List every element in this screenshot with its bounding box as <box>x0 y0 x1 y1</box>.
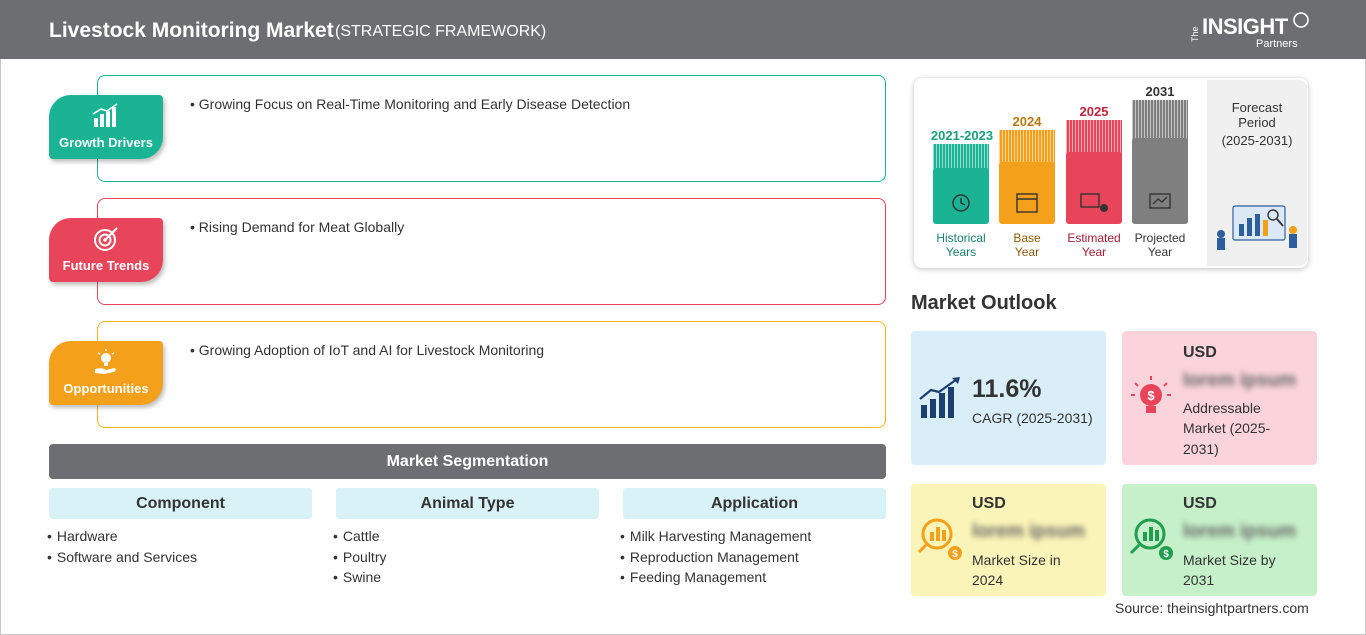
list-item: Cattle <box>333 526 386 547</box>
opportunities-card: • Growing Adoption of IoT and AI for Liv… <box>97 321 886 428</box>
estimated-label-line2: Year <box>1081 245 1107 259</box>
forecast-label-line1: Forecast <box>1231 100 1283 115</box>
future-trends-label: Future Trends <box>62 258 150 273</box>
page-title: Livestock Monitoring Market <box>49 19 334 42</box>
size2031-desc-line2: 2031 <box>1183 572 1215 588</box>
segment-heading-component: Component <box>49 488 312 519</box>
base-year-value: 2024 <box>1012 114 1042 129</box>
forecast-label-line2: Period <box>1238 115 1276 130</box>
base-label: Base Year <box>994 231 1060 259</box>
historical-bar-cap <box>933 144 989 170</box>
insight-partners-logo[interactable]: The INSIGHT Partners <box>1190 10 1315 54</box>
addressable-desc-line2: Market (2025- <box>1183 420 1271 436</box>
size2024-usd: USD <box>972 495 1006 512</box>
opportunities-text: • Growing Adoption of IoT and AI for Liv… <box>190 342 545 358</box>
size2024-desc-line1: Market Size in <box>972 552 1061 568</box>
dollar-lightbulb-icon: $ <box>1131 376 1171 413</box>
analytics-people-illustration-icon <box>1217 205 1297 250</box>
historical-bar <box>933 168 989 224</box>
cagr-label: CAGR (2025-2031) <box>972 410 1093 426</box>
segment-heading-application: Application <box>623 488 886 519</box>
projected-label: Projected Year <box>1127 231 1193 259</box>
list-item: Poultry <box>333 547 387 568</box>
clock-history-icon <box>952 194 970 212</box>
historical-label-line1: Historical <box>936 231 986 245</box>
segment-list-animal-type: Cattle Poultry Swine <box>333 526 387 588</box>
historical-label: Historical Years <box>924 231 998 259</box>
historical-years-value: 2021-2023 <box>930 128 994 143</box>
opportunities-label: Opportunities <box>63 381 149 396</box>
estimated-bar-cap <box>1066 120 1122 154</box>
estimated-label: Estimated Year <box>1061 231 1127 259</box>
segment-heading-animal-type: Animal Type <box>336 488 599 519</box>
market-segmentation-header: Market Segmentation <box>49 444 886 479</box>
size2031-desc-line1: Market Size by <box>1183 552 1276 568</box>
forecast-label-line3: (2025-2031) <box>1221 133 1293 148</box>
base-bar <box>999 162 1055 224</box>
future-trends-badge: Future Trends <box>49 218 163 282</box>
bar-chart-growth-icon <box>92 103 118 127</box>
addressable-market-tile: $ USD lorem ipsum Addressable Market (20… <box>1122 331 1317 465</box>
base-bar-cap <box>999 130 1055 164</box>
lightbulb-hand-icon <box>95 349 116 374</box>
projected-label-line2: Year <box>1147 245 1173 259</box>
growth-chart-icon <box>919 377 960 418</box>
growth-drivers-badge: Growth Drivers <box>49 95 163 159</box>
svg-text:$: $ <box>1147 388 1155 403</box>
list-item: Software and Services <box>47 547 197 568</box>
estimated-label-line1: Estimated <box>1067 231 1121 245</box>
size2024-value-blurred: lorem ipsum <box>972 521 1085 542</box>
target-icon <box>94 227 118 251</box>
list-item: Milk Harvesting Management <box>620 526 811 547</box>
list-item: Reproduction Management <box>620 547 811 568</box>
addressable-usd: USD <box>1183 344 1217 361</box>
list-item: Swine <box>333 567 386 588</box>
projected-year-value: 2031 <box>1145 84 1175 99</box>
opportunities-badge: Opportunities <box>49 341 163 405</box>
calendar-icon <box>1016 193 1038 213</box>
segment-list-application: Milk Harvesting Management Reproduction … <box>620 526 811 588</box>
presentation-board-icon <box>1149 193 1171 209</box>
estimate-chart-icon <box>1080 193 1108 212</box>
estimated-bar <box>1066 152 1122 224</box>
market-size-2024-tile: $ USD lorem ipsum Market Size in 2024 <box>911 484 1106 596</box>
growth-drivers-card: • Growing Focus on Real-Time Monitoring … <box>97 75 886 182</box>
page-subtitle: (STRATEGIC FRAMEWORK) <box>335 23 547 40</box>
segment-list-component: Hardware Software and Services <box>47 526 197 567</box>
svg-text:$: $ <box>1163 549 1169 560</box>
source-credit: Source: theinsightpartners.com <box>1115 600 1309 616</box>
logo-main-text: INSIGHT <box>1202 14 1288 39</box>
historical-label-line2: Years <box>945 245 977 259</box>
market-size-2031-tile: $ USD lorem ipsum Market Size by 2031 <box>1122 484 1317 596</box>
growth-drivers-text: • Growing Focus on Real-Time Monitoring … <box>190 96 631 112</box>
addressable-desc-line1: Addressable <box>1183 400 1261 416</box>
future-trends-card: • Rising Demand for Meat Globally <box>97 198 886 305</box>
svg-text:$: $ <box>952 549 958 560</box>
future-trends-text: • Rising Demand for Meat Globally <box>190 219 405 235</box>
magnifier-chart-coin-icon: $ <box>917 518 962 560</box>
addressable-value-blurred: lorem ipsum <box>1183 370 1296 391</box>
base-label-line2: Year <box>1014 245 1040 259</box>
size2031-usd: USD <box>1183 495 1217 512</box>
projected-label-line1: Projected <box>1134 231 1186 245</box>
projected-bar-cap <box>1132 100 1188 140</box>
logo-sub-text: Partners <box>1256 38 1298 50</box>
market-outlook-title: Market Outlook <box>911 292 1057 314</box>
projected-bar <box>1132 138 1188 224</box>
growth-drivers-label: Growth Drivers <box>59 135 153 150</box>
list-item: Feeding Management <box>620 567 811 588</box>
estimated-year-value: 2025 <box>1079 104 1109 119</box>
cagr-tile: 11.6% CAGR (2025-2031) <box>911 331 1106 465</box>
addressable-desc-line3: 2031) <box>1183 441 1219 457</box>
size2031-value-blurred: lorem ipsum <box>1183 521 1296 542</box>
base-label-line1: Base <box>1013 231 1041 245</box>
logo-swoosh-icon <box>1293 12 1309 28</box>
size2024-desc-line2: 2024 <box>972 572 1004 588</box>
cagr-value: 11.6% <box>972 375 1042 403</box>
magnifier-chart-coin-icon: $ <box>1129 518 1173 560</box>
list-item: Hardware <box>47 526 197 547</box>
header-bar: Livestock Monitoring Market (STRATEGIC F… <box>0 0 1366 59</box>
